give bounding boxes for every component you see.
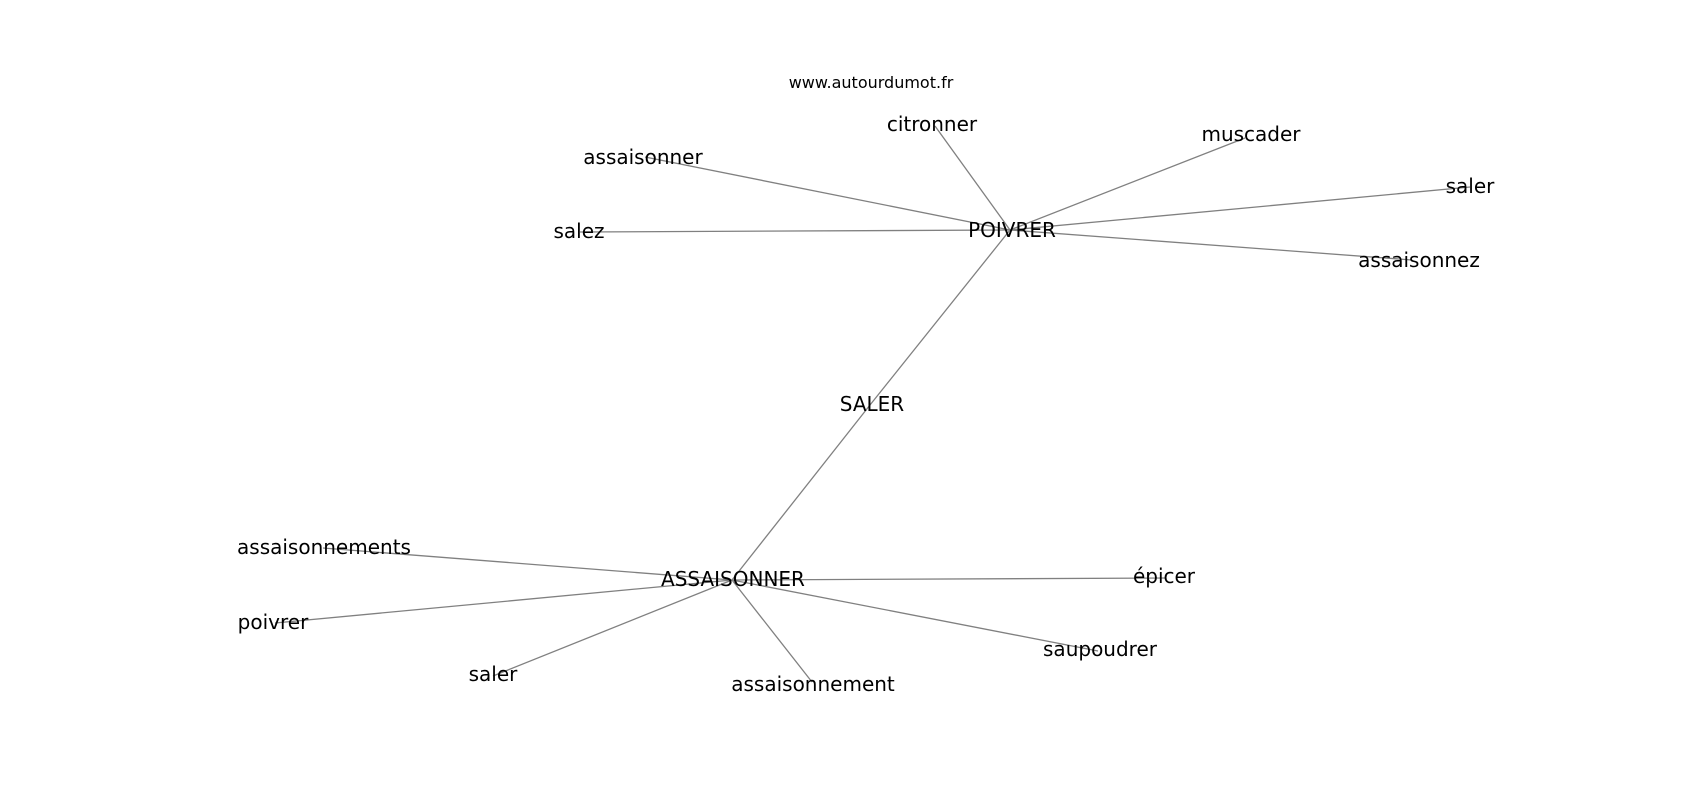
edge-assaisonner-assaisonnements bbox=[322, 547, 733, 581]
node-label-assaisonnements: assaisonnements bbox=[237, 535, 411, 559]
watermark: www.autourdumot.fr bbox=[789, 73, 954, 92]
edges bbox=[274, 125, 1471, 683]
node-label-epicer: épicer bbox=[1133, 564, 1196, 588]
edge-assaisonner-poivrer bbox=[274, 579, 733, 624]
edge-poivrer-assaisonnez bbox=[1009, 229, 1413, 261]
node-label-saler-center: SALER bbox=[840, 392, 905, 416]
labels: www.autourdumot.fr POIVRER SALER ASSAISO… bbox=[237, 73, 1495, 696]
edge-poivrer-muscader bbox=[1009, 137, 1246, 231]
edge-poivrer-saler-center bbox=[869, 229, 1011, 406]
node-label-saler-left: saler bbox=[469, 662, 519, 686]
edge-poivrer-assaisonner bbox=[644, 156, 1011, 231]
edge-poivrer-saler bbox=[1009, 186, 1471, 231]
node-label-citronner: citronner bbox=[887, 112, 978, 136]
edge-poivrer-citronner bbox=[934, 125, 1011, 231]
node-label-poivrer: POIVRER bbox=[968, 218, 1056, 242]
edge-saler-center-assaisonner bbox=[731, 404, 871, 581]
edge-poivrer-salez bbox=[579, 229, 1011, 233]
node-label-saler-right: saler bbox=[1446, 174, 1496, 198]
node-label-saupoudrer: saupoudrer bbox=[1043, 637, 1158, 661]
node-label-salez: salez bbox=[553, 219, 604, 243]
node-label-assaisonner-top: assaisonner bbox=[583, 145, 703, 169]
node-label-assaisonnement: assaisonnement bbox=[731, 672, 895, 696]
node-label-muscader: muscader bbox=[1201, 122, 1301, 146]
node-label-assaisonnez: assaisonnez bbox=[1358, 248, 1480, 272]
edge-assaisonner-saler bbox=[492, 579, 733, 677]
edge-assaisonner-assaisonnement bbox=[731, 579, 813, 683]
node-label-poivrer-leaf: poivrer bbox=[238, 610, 309, 634]
edge-assaisonner-epicer bbox=[731, 577, 1167, 581]
node-label-assaisonner-hub: ASSAISONNER bbox=[661, 567, 805, 591]
edge-assaisonner-saupoudrer bbox=[731, 579, 1099, 652]
